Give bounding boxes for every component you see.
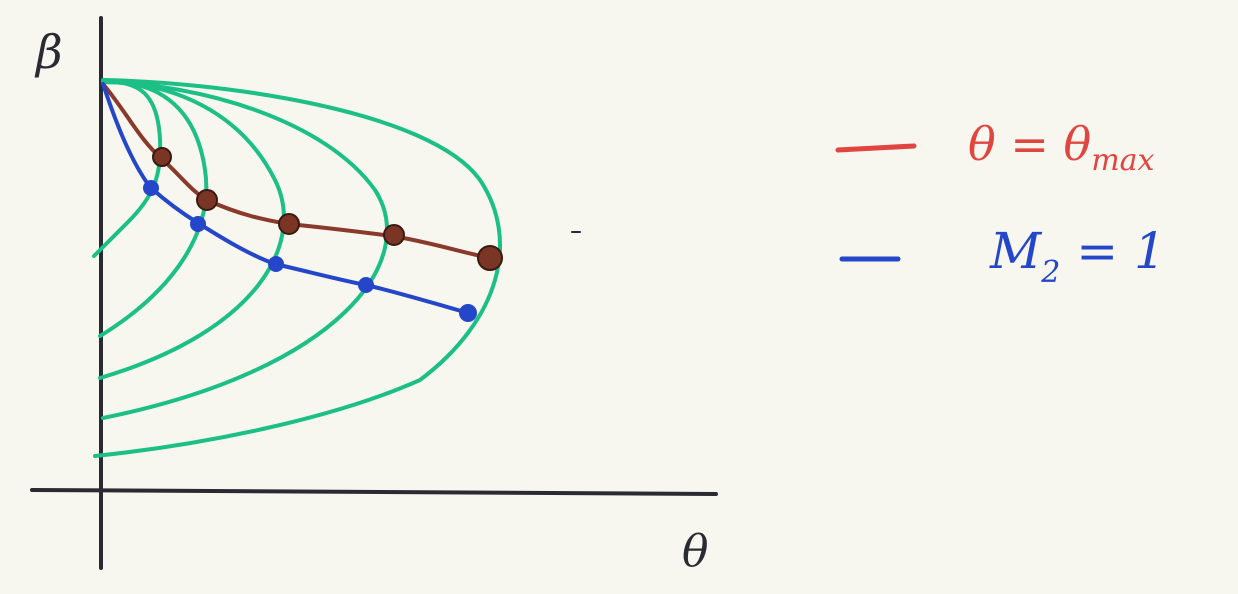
curve-1 [92, 79, 163, 258]
x-axis-label: θ [682, 526, 709, 577]
legend-item-theta-max: θ = θmax [835, 117, 1155, 178]
legend-label-theta-max: θ = θmax [968, 117, 1155, 178]
m2-point-2 [190, 216, 206, 232]
legend-item-m2: M2 = 1 [839, 222, 1166, 290]
m2-locus [101, 82, 477, 322]
y-axis-label: β [34, 25, 63, 79]
legend-label-m2-sub: 2 [1040, 255, 1060, 290]
legend-label-m2: M2 = 1 [989, 222, 1166, 290]
curve-4 [101, 80, 389, 420]
theta-max-point-3 [278, 213, 300, 235]
legend-label-theta-max-main: θ = θ [968, 117, 1091, 171]
curve-2 [98, 79, 209, 338]
legend: θ = θmax M2 = 1 [835, 117, 1166, 290]
legend-label-m2-rest: = 1 [1060, 222, 1166, 280]
theta-max-point-1 [152, 147, 172, 167]
theta-max-point-5 [477, 245, 503, 271]
curve-3 [98, 80, 286, 380]
theta-max-point-2 [196, 189, 218, 211]
m2-point-1 [143, 180, 159, 196]
legend-label-theta-max-sub: max [1091, 143, 1154, 178]
axes: β θ [30, 16, 718, 577]
m2-point-4 [358, 277, 374, 293]
x-axis [30, 488, 718, 496]
m2-point-5 [459, 304, 477, 322]
theta-max-locus [101, 82, 503, 271]
m2-point-3 [268, 256, 284, 272]
legend-label-m2-main: M [989, 222, 1043, 280]
m2-line [101, 82, 470, 315]
legend-swatch-theta-max [835, 143, 917, 153]
theta-max-point-4 [383, 224, 405, 246]
